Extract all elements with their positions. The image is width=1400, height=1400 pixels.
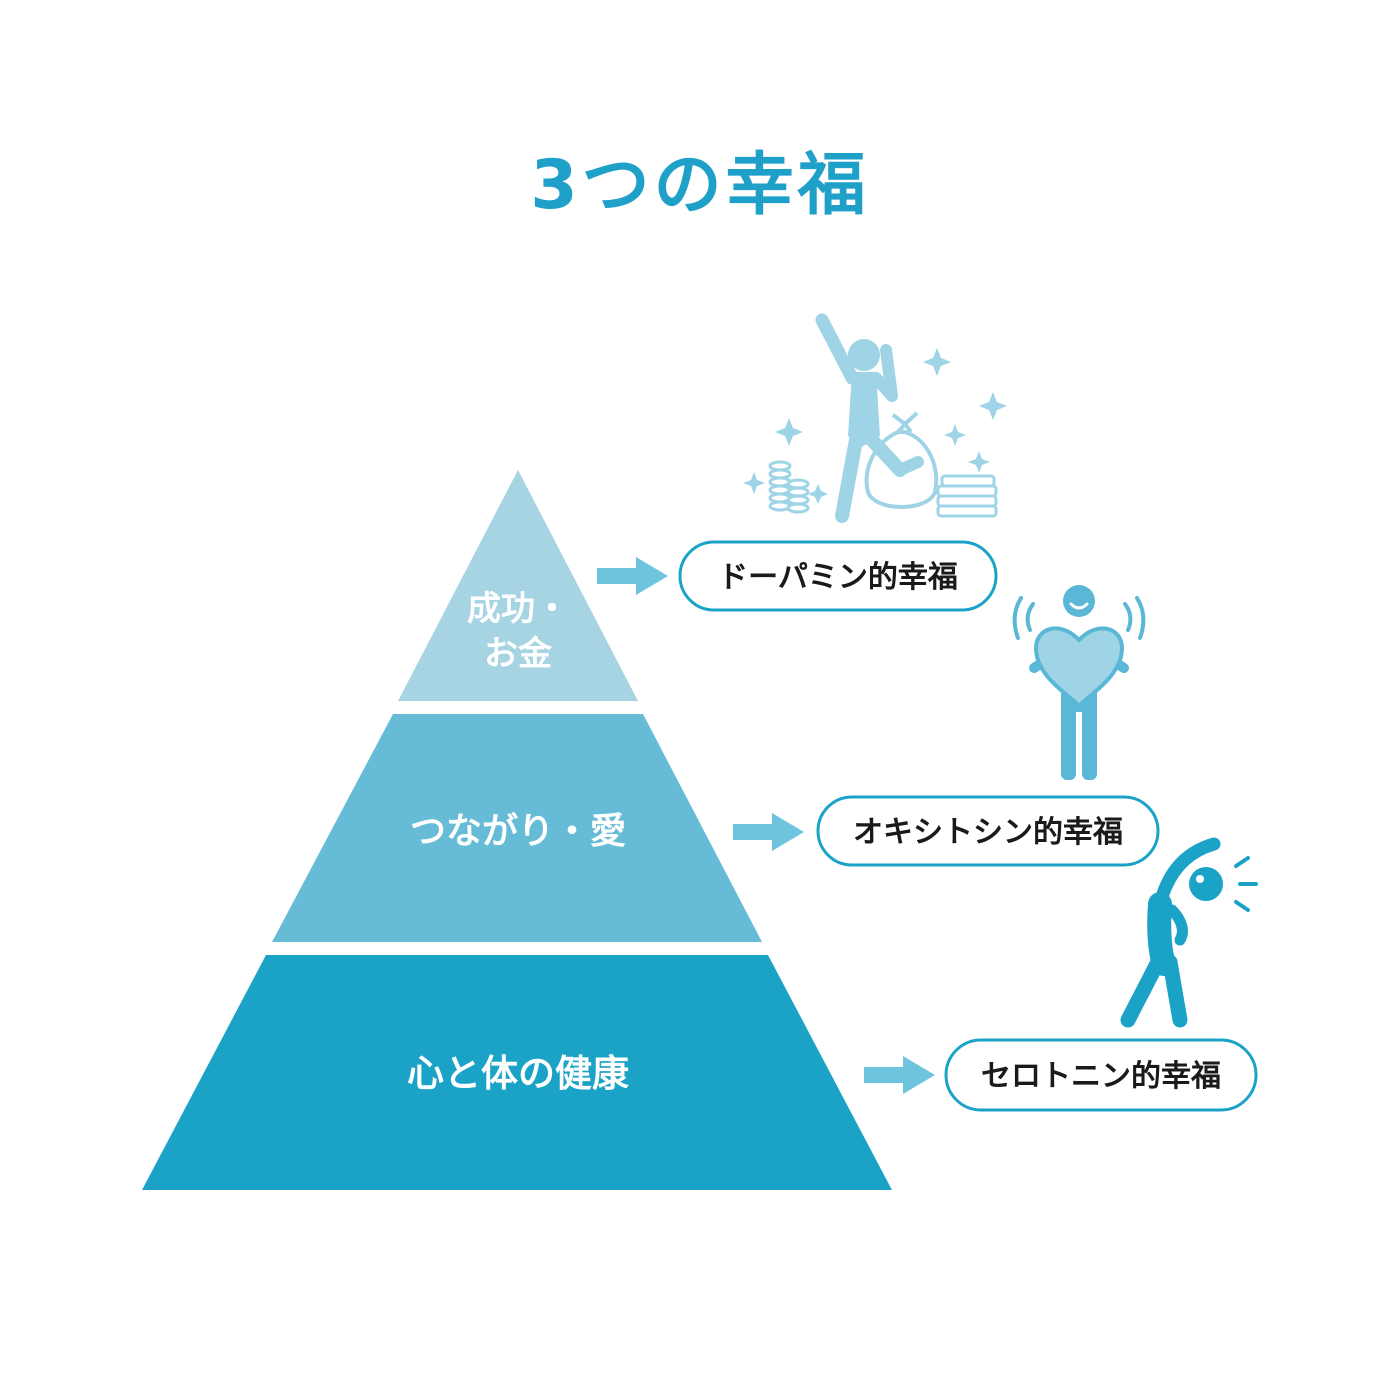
smile <box>1069 602 1089 610</box>
sparkle-icon <box>923 348 951 376</box>
sparkle-icon <box>968 451 990 473</box>
tier-bottom-label: 心と体の健康 <box>407 1052 629 1095</box>
sparkle-icon <box>979 392 1007 420</box>
pyramid-tier-bottom <box>142 955 892 1190</box>
label-pill <box>678 540 998 612</box>
bill-stack-icon <box>936 474 998 518</box>
coin-stack-icon <box>768 460 810 514</box>
sparkle-icon <box>808 484 828 504</box>
arrow-right-icon <box>733 813 804 851</box>
page-title: 3つの幸福 <box>530 146 869 225</box>
pyramid-tier-middle <box>272 714 762 942</box>
sparkle-icon <box>743 472 765 494</box>
stretching-body <box>1120 837 1221 1028</box>
arrow-right-icon <box>597 557 668 595</box>
jumping-person-icon <box>815 313 924 523</box>
label-oxytocin: オキシトシン的幸福 <box>816 795 1160 867</box>
celebrating-person-with-money-icon <box>743 313 1007 523</box>
sparkle-icon <box>944 424 966 446</box>
tier-top-label-line-1: 成功・ <box>467 589 569 629</box>
tier-middle-label: つながり・愛 <box>410 811 626 852</box>
arrows <box>597 557 935 1094</box>
label-pill <box>944 1038 1258 1112</box>
heart-icon <box>1033 626 1125 709</box>
sparkle-icon <box>775 418 803 446</box>
eye <box>1196 875 1204 883</box>
pyramid-tier-top <box>398 470 638 701</box>
pyramid: 成功・ お金 つながり・愛 心と体の健康 <box>142 470 892 1190</box>
label-oxytocin-text: オキシトシン的幸福 <box>853 815 1123 850</box>
label-serotonin-text: セロトニン的幸福 <box>981 1059 1221 1094</box>
head <box>1063 585 1095 617</box>
label-pill <box>816 795 1160 867</box>
label-dopamine: ドーパミン的幸福 <box>678 540 998 612</box>
tier-top-label-line-2: お金 <box>484 634 553 674</box>
arrow-right-icon <box>864 1056 935 1094</box>
vibration-lines-icon <box>1012 596 1146 640</box>
label-dopamine-text: ドーパミン的幸福 <box>718 560 958 595</box>
person-holding-heart-icon <box>1012 585 1146 780</box>
motion-lines-icon <box>1234 856 1258 912</box>
person-stretching-icon <box>1120 837 1258 1028</box>
label-serotonin: セロトニン的幸福 <box>944 1038 1258 1112</box>
head <box>1189 867 1223 901</box>
